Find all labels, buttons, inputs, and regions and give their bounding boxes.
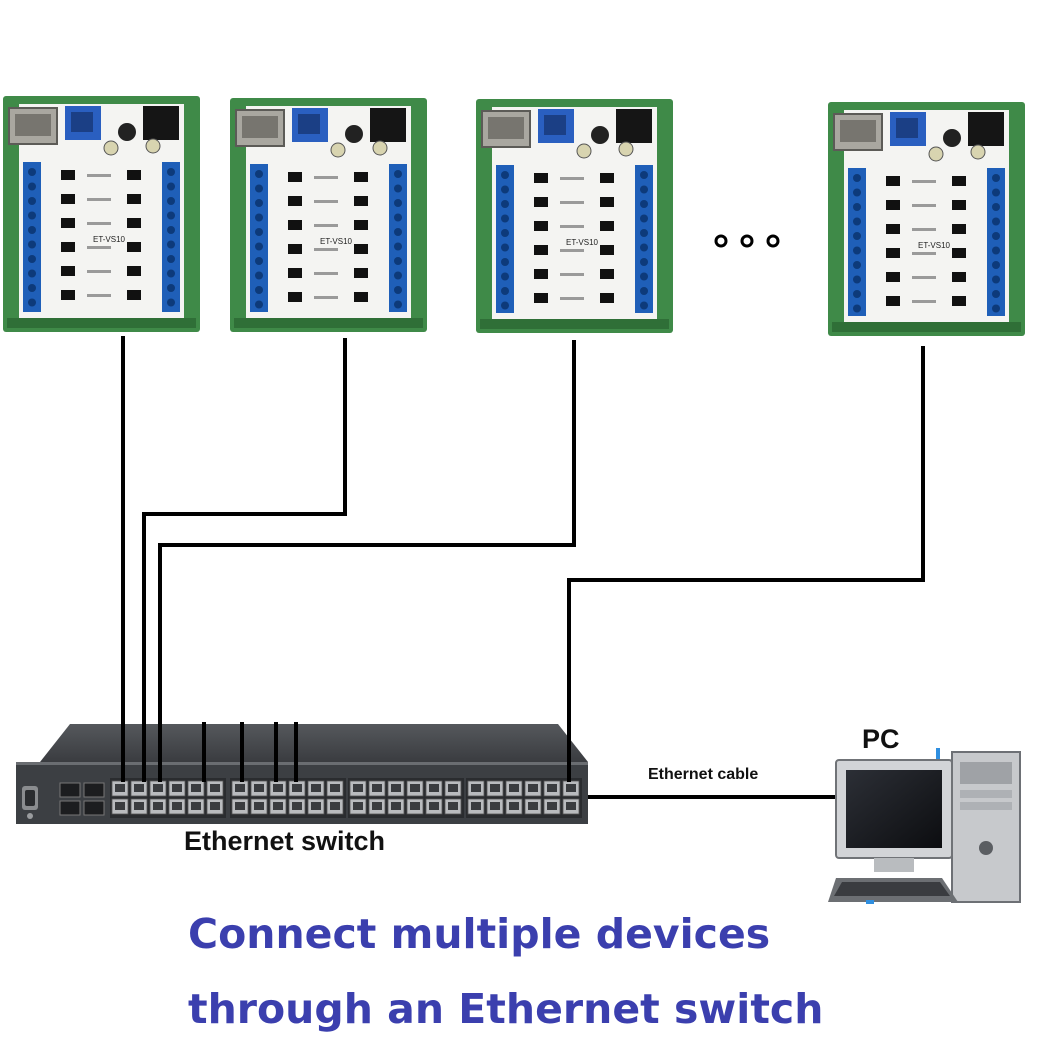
device-1: ET-VS10: [3, 96, 200, 332]
ethernet-switch-label: Ethernet switch: [184, 826, 386, 856]
pc-monitor: [835, 759, 953, 872]
device-4: ET-VS10: [828, 102, 1025, 336]
cable-device-2: [142, 338, 347, 782]
pc-keyboard: [828, 878, 958, 904]
ethernet-cables: [121, 336, 925, 799]
cable-device-4: [567, 346, 925, 782]
device-model-label: ET-VS10: [93, 235, 126, 244]
ethernet-switch: [16, 724, 588, 824]
caption-line-1: Connect multiple devices: [188, 910, 771, 958]
switch-ports: [59, 778, 582, 818]
device-model-label: ET-VS10: [320, 237, 353, 246]
device-model-label: ET-VS10: [918, 241, 951, 250]
device-2: ET-VS10: [230, 98, 427, 332]
caption-line-2: through an Ethernet switch: [188, 985, 824, 1033]
ethernet-cable-label: Ethernet cable: [648, 766, 759, 783]
device-3: ET-VS10: [476, 99, 673, 333]
pc: [828, 748, 1021, 904]
pc-tower: [936, 748, 1021, 903]
more-devices-indicator: [714, 234, 780, 248]
cable-device-3: [158, 340, 576, 782]
device-model-label: ET-VS10: [566, 238, 599, 247]
switch-top: [40, 724, 588, 762]
pc-label: PC: [862, 724, 900, 754]
